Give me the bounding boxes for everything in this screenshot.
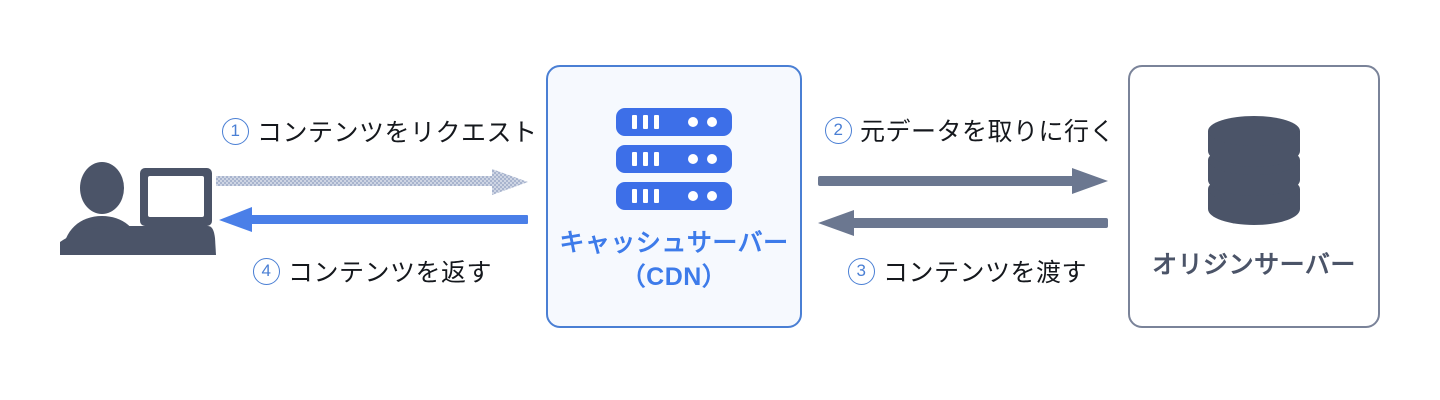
- arrow-step-2-right: [818, 168, 1108, 194]
- step-2-label: 元データを取りに行く: [860, 118, 1116, 146]
- step-1-caption: 1 コンテンツをリクエスト: [222, 113, 538, 149]
- origin-server-label: オリジンサーバー: [1152, 249, 1356, 283]
- user-with-laptop-icon: [60, 162, 216, 255]
- step-2-caption: 2 元データを取りに行く: [825, 112, 1115, 148]
- database-cylinder-icon: [1208, 115, 1300, 225]
- cache-server-label-line1: キャッシュサーバー: [559, 228, 789, 257]
- step-4-caption: 4 コンテンツを返す: [253, 253, 492, 289]
- origin-server-label-line1: オリジンサーバー: [1152, 250, 1356, 279]
- origin-server-node: オリジンサーバー: [1128, 65, 1380, 328]
- user-with-laptop-node: [58, 160, 218, 255]
- step-1-number: 1: [222, 117, 249, 145]
- step-2-number: 2: [825, 116, 852, 144]
- server-rack-icon: [616, 107, 732, 210]
- arrow-step-3-left: [818, 210, 1108, 236]
- step-4-label: コンテンツを返す: [288, 259, 493, 287]
- cache-server-label-line2: （CDN）: [620, 262, 728, 291]
- step-3-label: コンテンツを渡す: [883, 259, 1088, 287]
- arrow-step-1-right: [216, 169, 528, 195]
- step-3-number: 3: [848, 257, 875, 285]
- cache-server-label: キャッシュサーバー （CDN）: [559, 227, 788, 295]
- step-3-caption: 3 コンテンツを渡す: [848, 253, 1087, 289]
- step-1-label: コンテンツをリクエスト: [257, 119, 538, 147]
- cache-server-cdn-node: キャッシュサーバー （CDN）: [546, 65, 802, 328]
- arrow-step-4-left: [219, 207, 528, 232]
- step-4-number: 4: [253, 257, 280, 285]
